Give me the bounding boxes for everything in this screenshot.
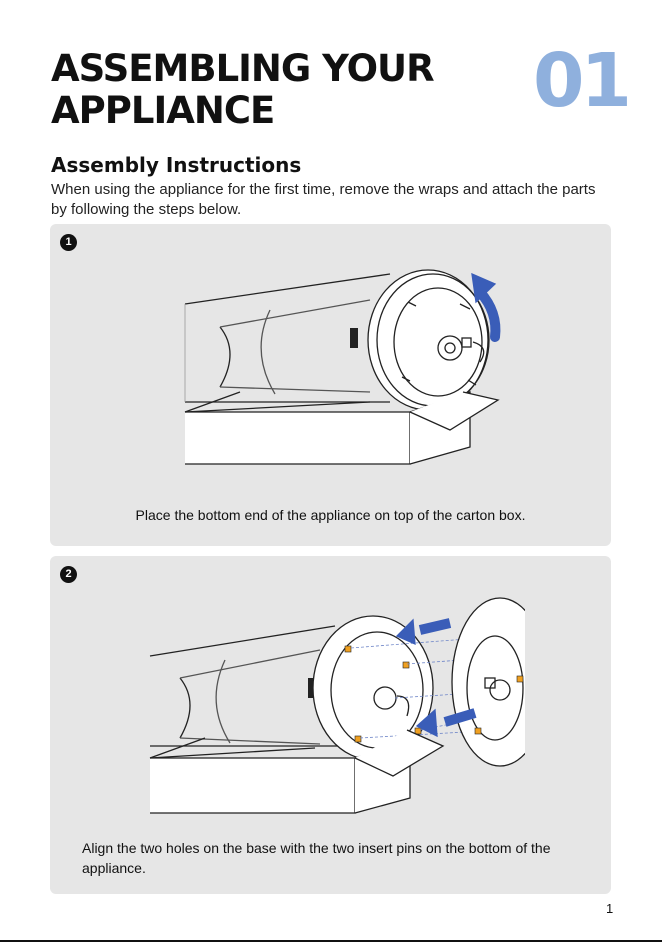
section-subtitle: Assembly Instructions xyxy=(51,153,302,177)
step-1-number: 1 xyxy=(60,234,77,251)
step-1-panel: 1 Place the bottom end of the appliance … xyxy=(50,224,611,546)
step-2-caption: Align the two holes on the base with the… xyxy=(82,840,551,876)
intro-text: When using the appliance for the first t… xyxy=(51,181,596,218)
step-2-number: 2 xyxy=(60,566,77,583)
page-title-line-1: ASSEMBLING YOUR xyxy=(51,47,435,90)
step-1-caption: Place the bottom end of the appliance on… xyxy=(135,507,526,523)
step-2-panel: 2 xyxy=(50,556,611,894)
page-title-line-2: APPLIANCE xyxy=(51,89,275,132)
footer-divider xyxy=(0,940,662,942)
page-title: ASSEMBLING YOUR APPLIANCE xyxy=(51,47,435,132)
appliance-on-box-illustration xyxy=(184,269,501,465)
page-number: 1 xyxy=(606,901,614,916)
base-alignment-illustration xyxy=(149,597,525,814)
chapter-number: 01 xyxy=(533,38,632,124)
